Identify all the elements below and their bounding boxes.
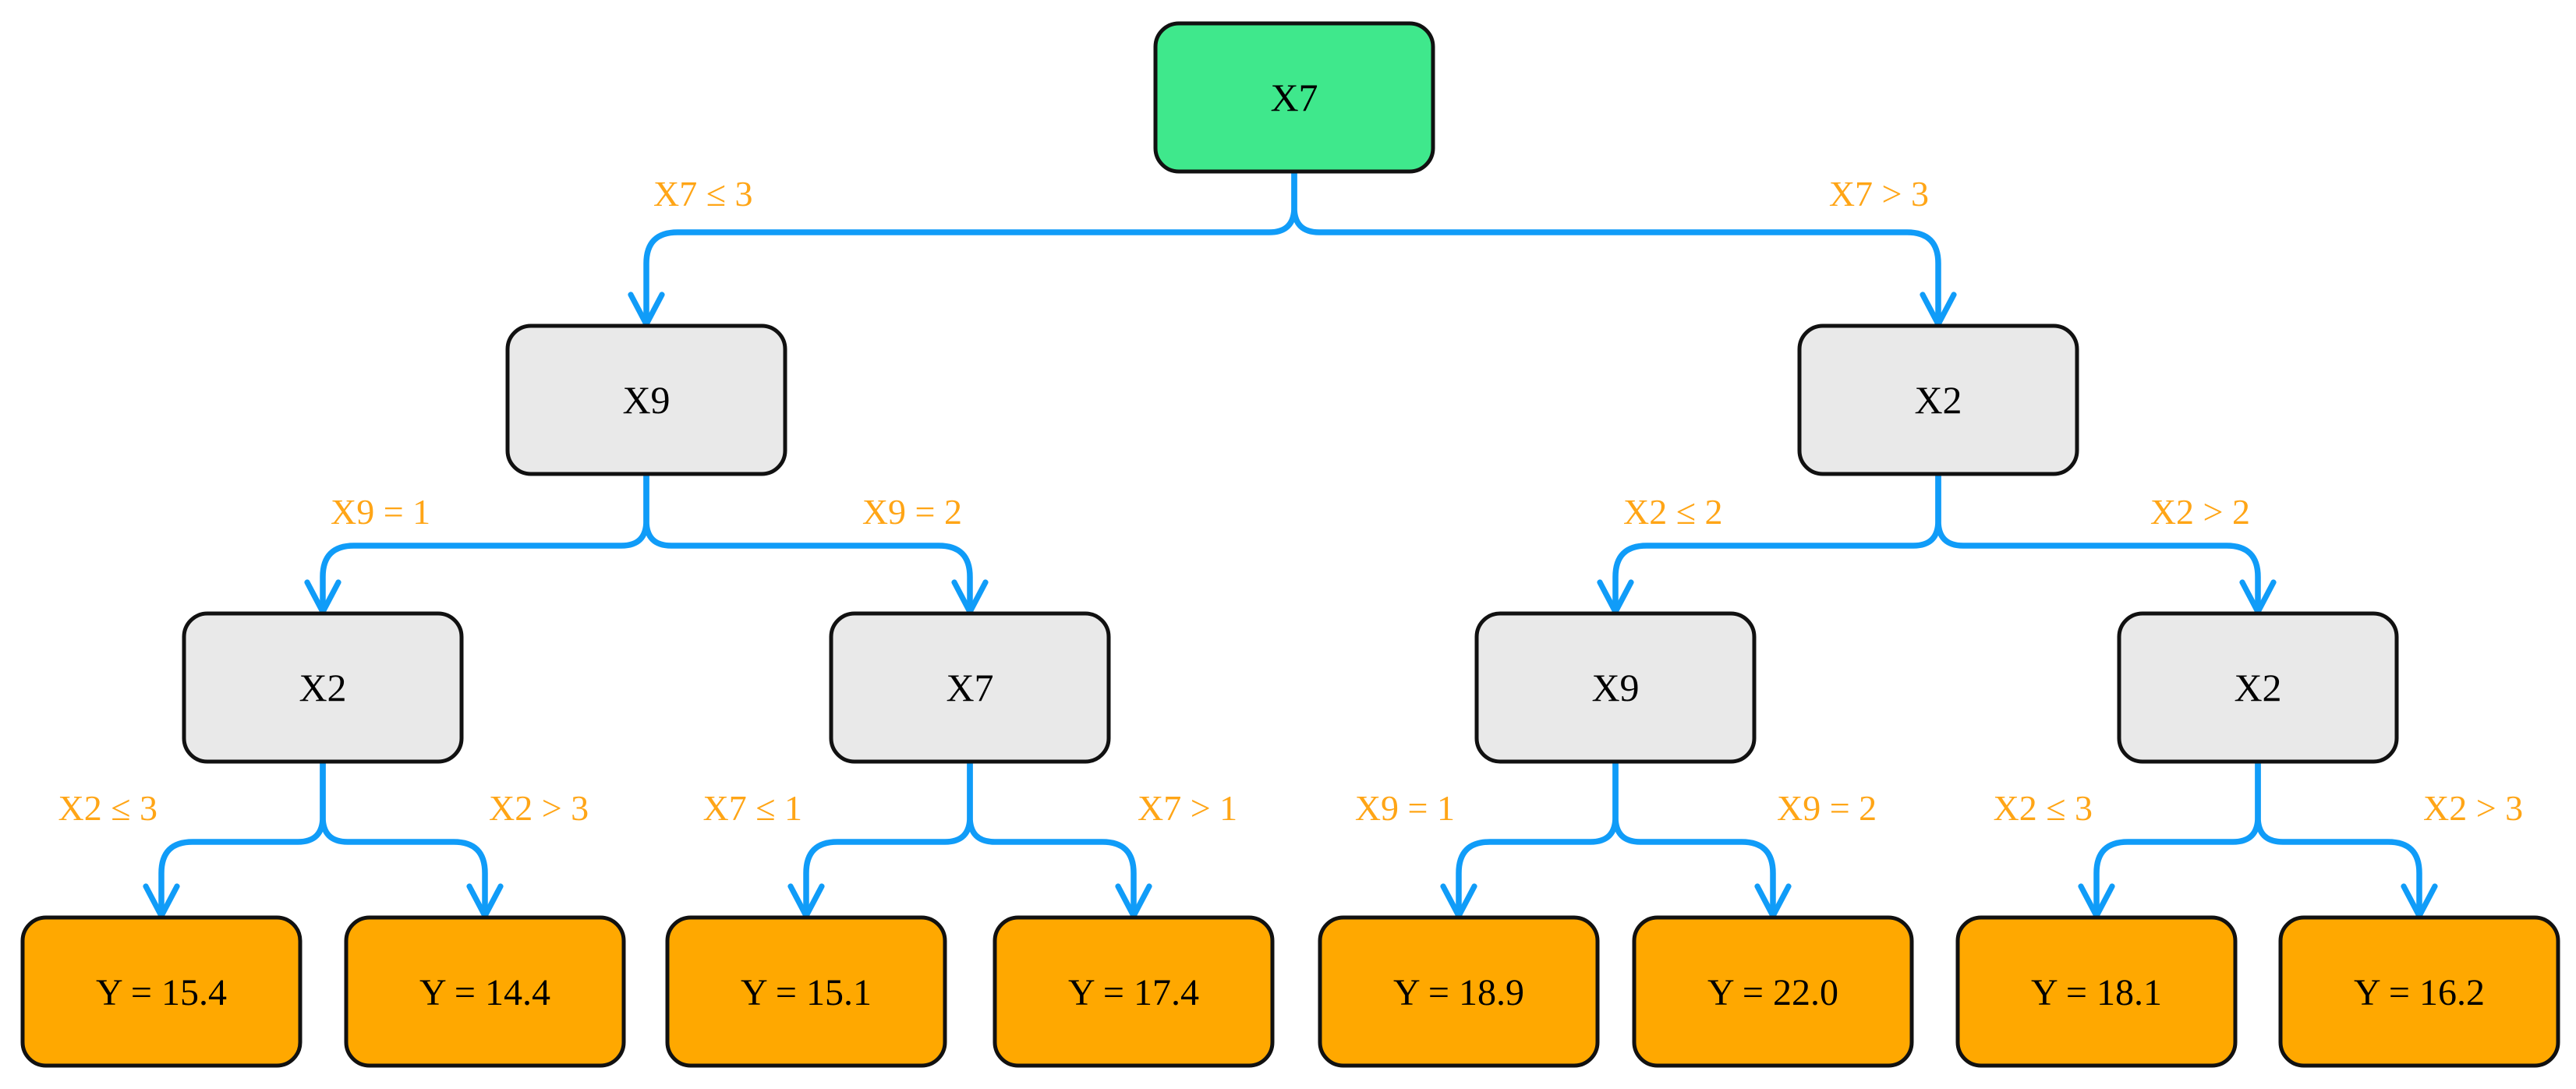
edge-rl-right <box>1612 762 1792 919</box>
edge-label-l-right: X9 = 2 <box>862 492 962 532</box>
node-r-box <box>1797 324 2079 476</box>
edge-rl-left <box>1440 762 1619 919</box>
leaf-5-label: Y = 18.9 <box>1393 972 1524 1013</box>
edge-label-ll-left: X2 ≤ 3 <box>58 788 157 828</box>
node-ll-label: X2 <box>299 666 346 709</box>
leaf-5-box <box>1318 915 1600 1068</box>
node-ll-box <box>182 611 464 764</box>
leaf-3-box <box>665 915 947 1068</box>
edge-label-root-left: X7 ≤ 3 <box>653 174 752 214</box>
edge-lr-left <box>787 762 973 919</box>
edge-root-right <box>1291 171 1957 327</box>
edge-label-lr-right: X7 > 1 <box>1138 788 1237 828</box>
edge-label-rl-right: X9 = 2 <box>1777 788 1877 828</box>
node-r-label: X2 <box>1914 378 1962 422</box>
edge-label-r-left: X2 ≤ 2 <box>1623 492 1722 532</box>
leaf-7-box <box>1955 915 2238 1068</box>
leaf-2-box <box>344 915 626 1068</box>
edges-layer <box>143 171 2438 919</box>
edge-label-rr-right: X2 > 3 <box>2423 788 2523 828</box>
edge-ll-left <box>143 762 326 919</box>
leaf-4-box <box>993 915 1275 1068</box>
edge-lr-right <box>967 762 1152 919</box>
edge-label-rr-left: X2 ≤ 3 <box>1994 788 2093 828</box>
node-rl-label: X9 <box>1591 666 1639 709</box>
edge-label-l-left: X9 = 1 <box>331 492 430 532</box>
leaf-8-box <box>2278 915 2560 1068</box>
node-root-box <box>1153 21 1435 174</box>
edge-r-right <box>1935 474 2277 615</box>
node-rr-label: X2 <box>2234 666 2281 709</box>
edge-labels-layer: X7 ≤ 3 X7 > 3 X9 = 1 X9 = 2 X2 ≤ 2 X2 > … <box>58 174 2524 828</box>
edge-rr-right <box>2255 762 2438 919</box>
edge-label-lr-left: X7 ≤ 1 <box>703 788 802 828</box>
edge-ll-right <box>320 762 504 919</box>
leaf-1-box <box>20 915 303 1068</box>
leaf-6-label: Y = 22.0 <box>1707 972 1838 1013</box>
edge-rr-left <box>2078 762 2261 919</box>
edge-label-ll-right: X2 > 3 <box>489 788 589 828</box>
edge-l-right <box>643 474 989 615</box>
node-lr-label: X7 <box>946 666 993 709</box>
leaf-3-label: Y = 15.1 <box>741 972 872 1013</box>
leaf-4-label: Y = 17.4 <box>1068 972 1199 1013</box>
node-rl-box <box>1474 611 1757 764</box>
node-rr-box <box>2117 611 2399 764</box>
nodes-layer: X7 X9 X2 X2 X7 X9 X2 Y = 15.4 Y = 14.4 Y… <box>20 21 2560 1068</box>
edge-label-r-right: X2 > 2 <box>2150 492 2250 532</box>
leaf-7-label: Y = 18.1 <box>2031 972 2162 1013</box>
leaf-1-label: Y = 15.4 <box>96 972 227 1013</box>
leaf-8-label: Y = 16.2 <box>2354 972 2485 1013</box>
edge-label-root-right: X7 > 3 <box>1829 174 1929 214</box>
node-root-label: X7 <box>1270 76 1318 119</box>
leaf-6-box <box>1632 915 1914 1068</box>
leaf-2-label: Y = 14.4 <box>419 972 550 1013</box>
node-l-box <box>505 324 787 476</box>
node-lr-box <box>829 611 1111 764</box>
edge-label-rl-left: X9 = 1 <box>1355 788 1455 828</box>
node-l-label: X9 <box>622 378 670 422</box>
